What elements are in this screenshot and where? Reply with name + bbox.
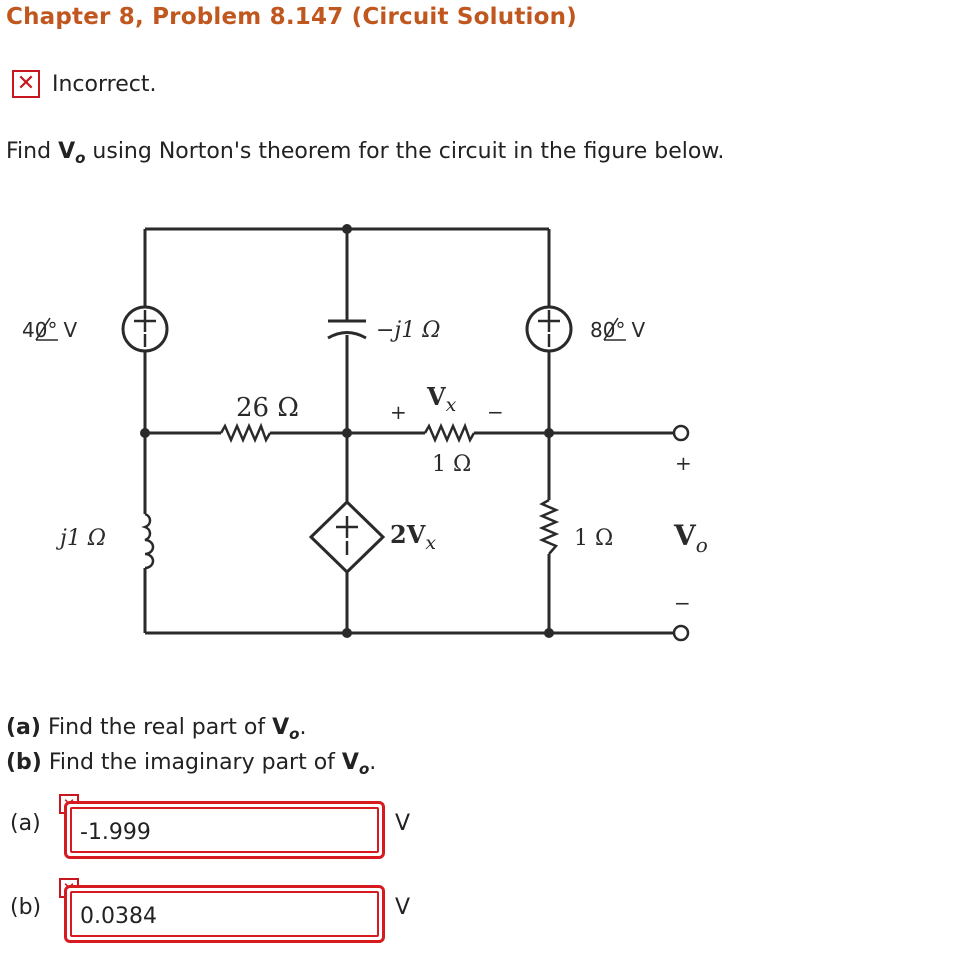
dependent-source-label: 2Vx: [390, 520, 436, 554]
output-terminals: [672, 424, 690, 642]
inductor: [141, 512, 155, 570]
source-left-label: 40°V: [22, 318, 77, 342]
vo-minus: −: [674, 591, 691, 615]
resistor-1-shunt: [538, 498, 560, 555]
prompt-after: using Norton's theorem for the circuit i…: [85, 139, 725, 164]
angle-symbol-right: [603, 317, 626, 341]
capacitor: [327, 319, 367, 340]
answer-label-a: (a): [10, 811, 41, 836]
resistor-1b-label: 1 Ω: [574, 526, 613, 551]
resistor-1-label: 1 Ω: [432, 452, 471, 477]
voltage-source-right: [525, 305, 573, 353]
resistor-26: [219, 422, 272, 444]
inductor-label: j1 Ω: [55, 526, 106, 551]
circuit-wires: [143, 227, 674, 635]
problem-statement: Find Vo using Norton's theorem for the c…: [6, 139, 725, 167]
answer-a-unit: V: [395, 811, 411, 836]
circuit-diagram: 40°V 80°V −j1 Ω 26 Ω + Vx − 1 Ω j1 Ω 2Vx…: [22, 224, 708, 642]
resistor-26-label: 26 Ω: [236, 393, 299, 423]
circuit-nodes: [140, 224, 554, 638]
answer-label-b: (b): [10, 895, 42, 920]
prompt-sub: o: [75, 149, 86, 167]
answer-b-unit: V: [395, 895, 411, 920]
answer-a-field: [64, 801, 385, 859]
voltage-source-left: [121, 305, 169, 353]
answer-a-input[interactable]: [70, 807, 379, 853]
dependent-source: [308, 499, 386, 575]
vo-label: Vo: [673, 519, 708, 557]
page-title: Chapter 8, Problem 8.147 (Circuit Soluti…: [6, 4, 577, 30]
vx-label: Vx: [426, 382, 457, 416]
prompt-before: Find: [6, 139, 59, 164]
part-a-question: (a) Find the real part of Vo.: [6, 715, 307, 743]
vx-plus: +: [390, 400, 407, 424]
question-parts: (a) Find the real part of Vo. (b) Find t…: [6, 711, 376, 781]
status-text: Incorrect.: [52, 71, 157, 97]
part-b-question: (b) Find the imaginary part of Vo.: [6, 750, 377, 778]
result-status: ✕ Incorrect.: [12, 70, 156, 98]
incorrect-x-icon: ✕: [12, 70, 40, 98]
source-right-label: 80°V: [590, 318, 645, 342]
answer-b-field: [64, 885, 385, 943]
vo-plus: +: [675, 451, 692, 475]
resistor-1-series: [423, 422, 476, 444]
angle-symbol-left: [35, 317, 58, 341]
answer-b-input[interactable]: [70, 891, 379, 937]
prompt-var: V: [58, 139, 76, 164]
capacitor-label: −j1 Ω: [376, 318, 441, 343]
vx-minus: −: [487, 400, 504, 424]
